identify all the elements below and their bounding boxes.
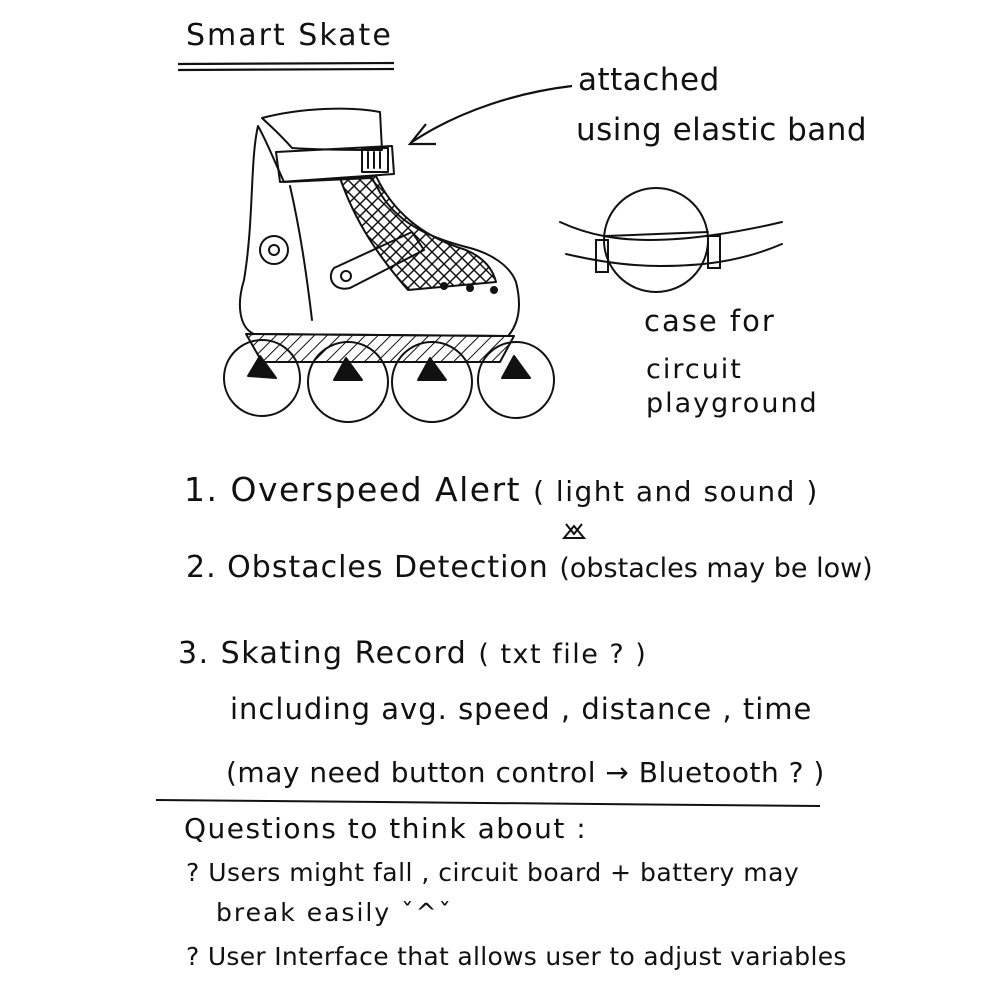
skate-sketch [223,107,555,423]
feature-number: 1. [184,470,219,509]
strap-buckle [361,147,389,173]
elastic-band-top [559,221,783,242]
case-seam [605,231,709,237]
page-title: Smart Skate [186,18,393,53]
case-clip-right [707,235,721,269]
arrow-head [407,123,436,146]
feature-name: Overspeed Alert [230,470,522,509]
feature-skating-record-line3: (may need button control → Bluetooth ? ) [226,756,825,789]
shell-inner-line [289,185,313,321]
feature-skating-record-line2: including avg. speed , distance , time [230,692,813,726]
exclaim-caret [561,523,587,539]
elastic-band-bottom [565,243,783,268]
section-divider [155,799,821,807]
question-marker: ? [186,942,200,971]
question-1-line1: ? Users might fall , circuit board + bat… [186,858,799,887]
wheel-4 [477,341,555,419]
wheel-1 [223,339,301,417]
feature-overspeed-alert: 1. Overspeed Alert ( light and sound ) [184,470,819,509]
skate-frame [245,333,515,363]
skate-cuff [261,107,383,151]
question-text: User Interface that allows user to adjus… [207,942,847,971]
wheel-2 [307,341,389,423]
case-label-line2: circuit [646,354,743,385]
wheel-3 [391,341,473,423]
question-1-line2: break easily ˇ^ˇ [216,898,453,927]
feature-skating-record: 3. Skating Record ( txt file ? ) [178,636,647,671]
worried-face-icon: ˇ^ˇ [401,898,454,927]
feature-detail: ( txt file ? ) [478,639,648,670]
case-label-line3: playground [646,388,819,419]
ankle-pivot [259,235,289,265]
feature-name: Obstacles Detection [227,550,549,585]
feature-number: 2. [186,550,217,585]
attachment-arrow [411,84,573,143]
feature-name: Skating Record [220,636,468,671]
feature-number: 3. [178,636,210,671]
title-underline [177,61,395,72]
case-label-line1: case for [644,304,776,338]
lace-area [339,175,497,291]
question-marker: ? [186,858,200,887]
circuit-case-sketch [559,187,783,293]
question-text: Users might fall , circuit board + batte… [208,858,800,887]
feature-detail: ( light and sound ) [533,475,819,508]
annotation-elastic-band: using elastic band [576,112,868,148]
annotation-attached: attached [578,62,720,98]
question-2: ? User Interface that allows user to adj… [186,942,847,971]
case-clip-left [595,239,609,273]
question-text: break easily [216,898,392,927]
questions-heading: Questions to think about : [184,812,588,845]
feature-detail: (obstacles may be low) [559,553,873,584]
feature-obstacles-detection: 2. Obstacles Detection (obstacles may be… [186,550,873,585]
side-buckle [329,231,425,290]
